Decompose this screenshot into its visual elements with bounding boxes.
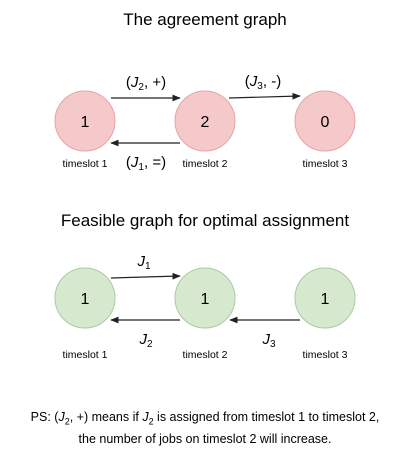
node-timeslot-2	[174, 267, 236, 329]
node-value: 2	[201, 114, 210, 131]
node-label: timeslot 3	[303, 349, 348, 361]
feasible-graph-title: Feasible graph for optimal assignment	[60, 211, 350, 230]
edge-label: (J2, +)	[126, 74, 166, 93]
node-timeslot-3	[294, 90, 356, 152]
node-label: timeslot 3	[303, 158, 348, 170]
edge-1-to-2	[110, 272, 181, 280]
node-timeslot-2	[174, 90, 236, 152]
node-timeslot-1	[54, 90, 116, 152]
edge-label: J1	[136, 253, 151, 272]
edge-label: J2	[138, 331, 153, 350]
node-value: 1	[201, 291, 210, 308]
feasible-graph: 1 1 1 timeslot 1 timeslot 2 timeslot 3 J…	[54, 253, 356, 361]
footnote: PS: (J2, +) means if J2 is assigned from…	[0, 409, 410, 448]
edge-label: J3	[261, 331, 276, 350]
node-value: 1	[81, 114, 90, 131]
node-label: timeslot 1	[63, 158, 108, 170]
node-label: timeslot 2	[183, 158, 228, 170]
agreement-graph: 1 2 0 timeslot 1 timeslot 2 timeslot 3 (…	[54, 73, 356, 173]
edge-label: (J1, =)	[126, 154, 166, 173]
node-value: 0	[321, 114, 330, 131]
agreement-graph-title: The agreement graph	[123, 10, 287, 29]
node-label: timeslot 1	[63, 349, 108, 361]
node-timeslot-3	[294, 267, 356, 329]
node-value: 1	[321, 291, 330, 308]
edge-label: (J3, -)	[245, 73, 281, 92]
footnote-line-2: the number of jobs on timeslot 2 will in…	[78, 431, 332, 446]
node-label: timeslot 2	[183, 349, 228, 361]
node-timeslot-1	[54, 267, 116, 329]
edge-2-to-3	[228, 92, 301, 100]
node-value: 1	[81, 291, 90, 308]
footnote-line-1: PS: (J2, +) means if J2 is assigned from…	[30, 410, 380, 427]
